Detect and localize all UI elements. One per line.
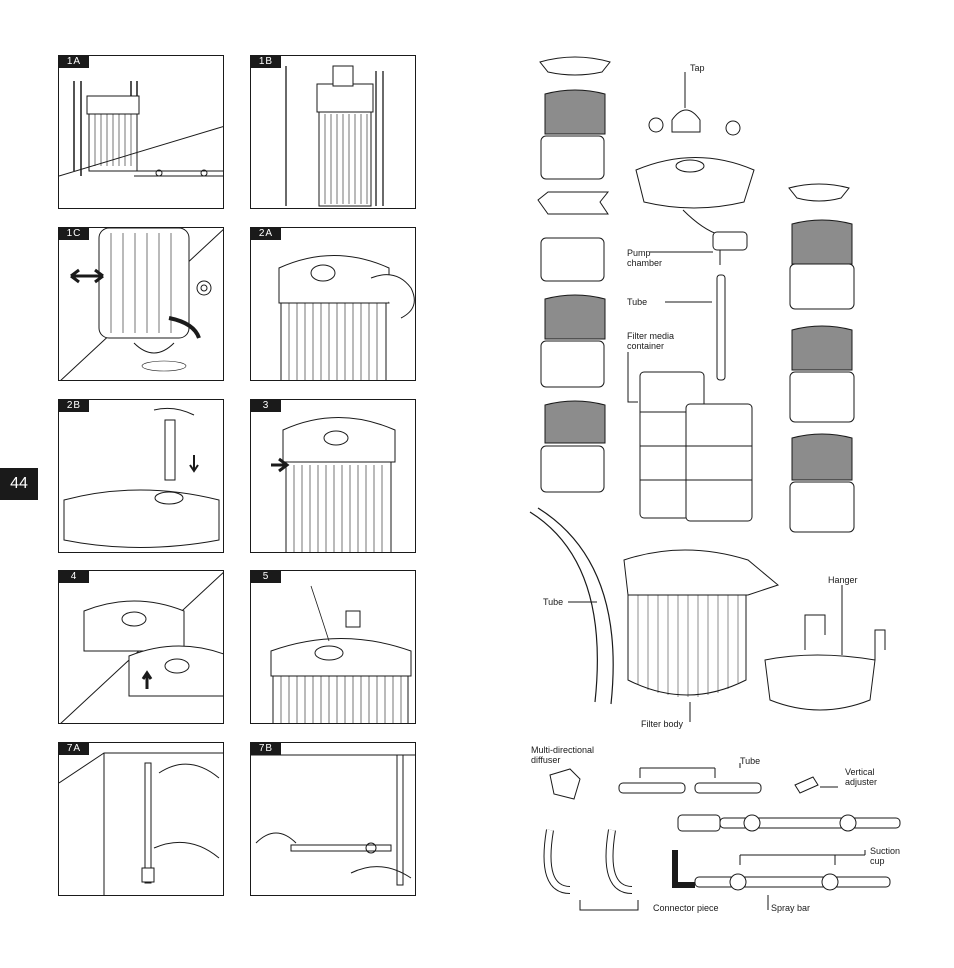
spray-bar-2 <box>694 876 891 888</box>
step-tag: 2A <box>251 228 281 240</box>
step-panel-5: 5 <box>250 570 416 724</box>
knob-right <box>725 120 741 136</box>
step-panel-2b: 2B <box>58 399 224 553</box>
step-panel-3: 3 <box>250 399 416 553</box>
step-tag: 1B <box>251 56 281 68</box>
diffuser-shape <box>549 768 581 800</box>
label-pump-chamber: Pump chamber <box>627 248 662 268</box>
diffuser-install-illustration <box>59 752 223 895</box>
step-panel-1b: 1B <box>250 55 416 209</box>
filter-in-tank-illustration <box>285 65 384 207</box>
label-tube-2: Tube <box>543 597 564 607</box>
short-tube-1 <box>618 782 686 794</box>
step-tag: 5 <box>251 571 281 583</box>
label-filter-media-container: Filter media container <box>627 331 674 351</box>
media-box-4 <box>540 445 605 493</box>
label-diffuser-text: Multi-directional diffuser <box>531 745 595 765</box>
attach-lid-illustration <box>271 417 396 552</box>
label-suction-cup: Suction cup <box>870 846 900 866</box>
media-sponge-5 <box>791 325 853 371</box>
media-sponge-6 <box>791 433 853 481</box>
label-filter-media-container-text: Filter media container <box>627 331 675 351</box>
media-box-2 <box>540 237 605 282</box>
hanger-shape <box>764 654 876 711</box>
label-vertical-adjuster: Vertical adjuster <box>845 767 877 787</box>
adjuster-shape <box>794 776 819 794</box>
knob-left <box>648 117 664 133</box>
media-sponge-3 <box>544 400 606 444</box>
step-tag: 3 <box>251 400 281 412</box>
step-tag: 2B <box>59 400 89 412</box>
step-panel-1a: 1A <box>58 55 224 209</box>
label-tube-1: Tube <box>627 297 648 307</box>
label-multi-directional-diffuser: Multi-directional diffuser <box>531 745 594 765</box>
media-sponge-2 <box>544 294 606 340</box>
step-panel-7b: 7B <box>250 742 416 896</box>
step-panel-1c: 1C <box>58 227 224 381</box>
vertical-tube <box>716 274 726 381</box>
step-panel-7a: 7A <box>58 742 224 896</box>
step-panel-2a: 2A <box>250 227 416 381</box>
tap-shape <box>671 109 701 133</box>
aquarium-setup-illustration <box>59 81 223 177</box>
label-spray-bar: Spray bar <box>771 903 811 913</box>
hang-filter-illustration <box>60 572 223 723</box>
media-box-1 <box>540 135 605 180</box>
step-tag: 1C <box>59 228 89 240</box>
label-pump-chamber-text: Pump chamber <box>627 248 663 268</box>
filter-pad <box>537 191 610 215</box>
lid-shape <box>635 157 755 209</box>
insert-tube-illustration <box>63 407 220 548</box>
label-filter-body: Filter body <box>641 719 684 729</box>
step-tag: 7A <box>59 743 89 755</box>
media-box-3 <box>540 340 605 388</box>
page-number: 44 <box>0 468 38 500</box>
media-container-right <box>685 403 753 522</box>
step-panel-4: 4 <box>58 570 224 724</box>
fill-water-illustration <box>270 585 412 723</box>
suction-cup-illustration <box>60 228 223 380</box>
spray-bar-install-illustration <box>251 754 415 886</box>
media-sponge-1 <box>544 89 606 135</box>
step-tag: 4 <box>59 571 89 583</box>
label-tap: Tap <box>690 63 705 73</box>
pump-chamber-shape <box>712 231 748 251</box>
top-plate-shape <box>539 56 611 76</box>
short-tube-2 <box>694 782 762 794</box>
step-tag: 7B <box>251 743 281 755</box>
label-hanger: Hanger <box>828 575 858 585</box>
lid-removal-illustration <box>278 255 415 380</box>
label-tube-3: Tube <box>740 756 761 766</box>
label-suction-cup-text: Suction cup <box>870 846 901 866</box>
label-connector-piece: Connector piece <box>653 903 719 913</box>
label-vertical-adjuster-text: Vertical adjuster <box>845 767 878 787</box>
pump-hose <box>682 209 721 236</box>
step-tag: 1A <box>59 56 89 68</box>
media-sponge-4 <box>791 219 853 265</box>
